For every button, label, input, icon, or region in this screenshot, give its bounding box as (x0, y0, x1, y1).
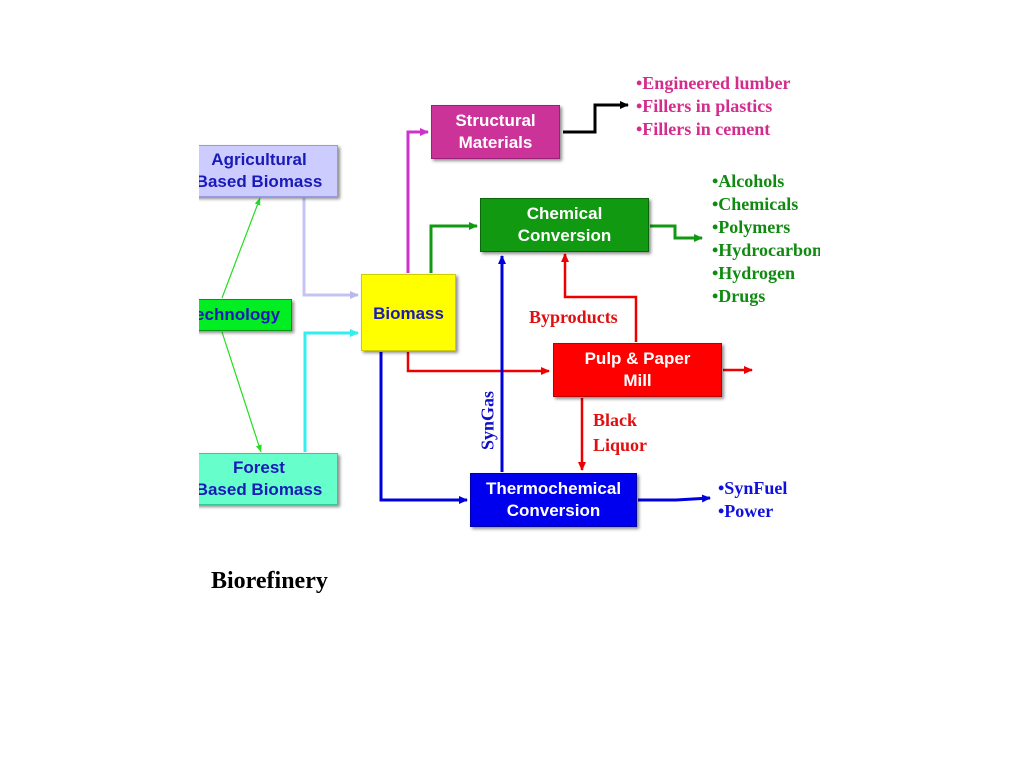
structural-materials-box: Structural Materials (431, 105, 560, 159)
technology-to-forest-arrow (221, 331, 262, 453)
forest-to-biomass-arrow (303, 329, 359, 452)
byproducts-arrow (561, 253, 638, 342)
chemical-product-item: •Polymers (712, 217, 791, 237)
chemical-product-item: •Hydrogen (712, 263, 795, 283)
pulp-paper-mill-box: Pulp & Paper Mill (553, 343, 722, 397)
biomass-to-chemical-arrow (429, 222, 478, 273)
technology-to-agricultural-arrow (221, 197, 261, 299)
left-source-region: Agricultural Based Biomass Technology Fo… (199, 0, 1024, 768)
chemical-product-item: •Drugs (712, 286, 766, 306)
thermo-products-region: •SynFuel •Power (718, 477, 820, 527)
chemical-product-item: •Chemicals (712, 194, 799, 214)
agricultural-to-biomass-arrow (302, 198, 359, 299)
syngas-label: SynGas (477, 390, 498, 451)
thermochemical-conversion-box: Thermochemical Conversion (470, 473, 637, 527)
chemical-conversion-box: Chemical Conversion (480, 198, 649, 252)
forest-biomass-box: Forest Based Biomass (199, 453, 338, 505)
byproducts-label: Byproducts (529, 307, 618, 327)
agricultural-biomass-box: Agricultural Based Biomass (199, 145, 338, 197)
thermo-product-item: •SynFuel (718, 478, 788, 498)
structural-product-item: •Fillers in cement (636, 119, 771, 139)
chemical-to-products-arrow (650, 224, 703, 242)
chemical-products-region: •Alcohols •Chemicals •Polymers •Hydrocarbon… (712, 170, 820, 312)
thermo-product-item: •Power (718, 501, 774, 521)
structural-products-list: •Engineered lumber •Fillers in plastics •F… (636, 72, 790, 141)
technology-box: Technology (199, 299, 292, 331)
structural-products-region: •Engineered lumber •Fillers in plastics •F… (636, 72, 820, 144)
chemical-product-item: •Alcohols (712, 171, 785, 191)
chemical-products-list: •Alcohols •Chemicals •Polymers •Hydrocarbon… (712, 170, 820, 308)
biomass-box: Biomass (361, 274, 456, 351)
structural-product-item: •Fillers in plastics (636, 96, 773, 116)
biomass-to-thermo-arrow (379, 352, 468, 504)
structural-product-item: •Engineered lumber (636, 73, 791, 93)
chemical-product-item: •Hydrocarbons (712, 240, 820, 260)
structural-to-products-arrow (563, 101, 629, 134)
diagram-title: Biorefinery (211, 568, 328, 594)
black-liquor-label: Black Liquor (593, 410, 648, 455)
biomass-to-structural-arrow (406, 128, 429, 273)
thermo-to-products-arrow (638, 494, 711, 503)
thermo-products-list: •SynFuel •Power (718, 477, 787, 523)
